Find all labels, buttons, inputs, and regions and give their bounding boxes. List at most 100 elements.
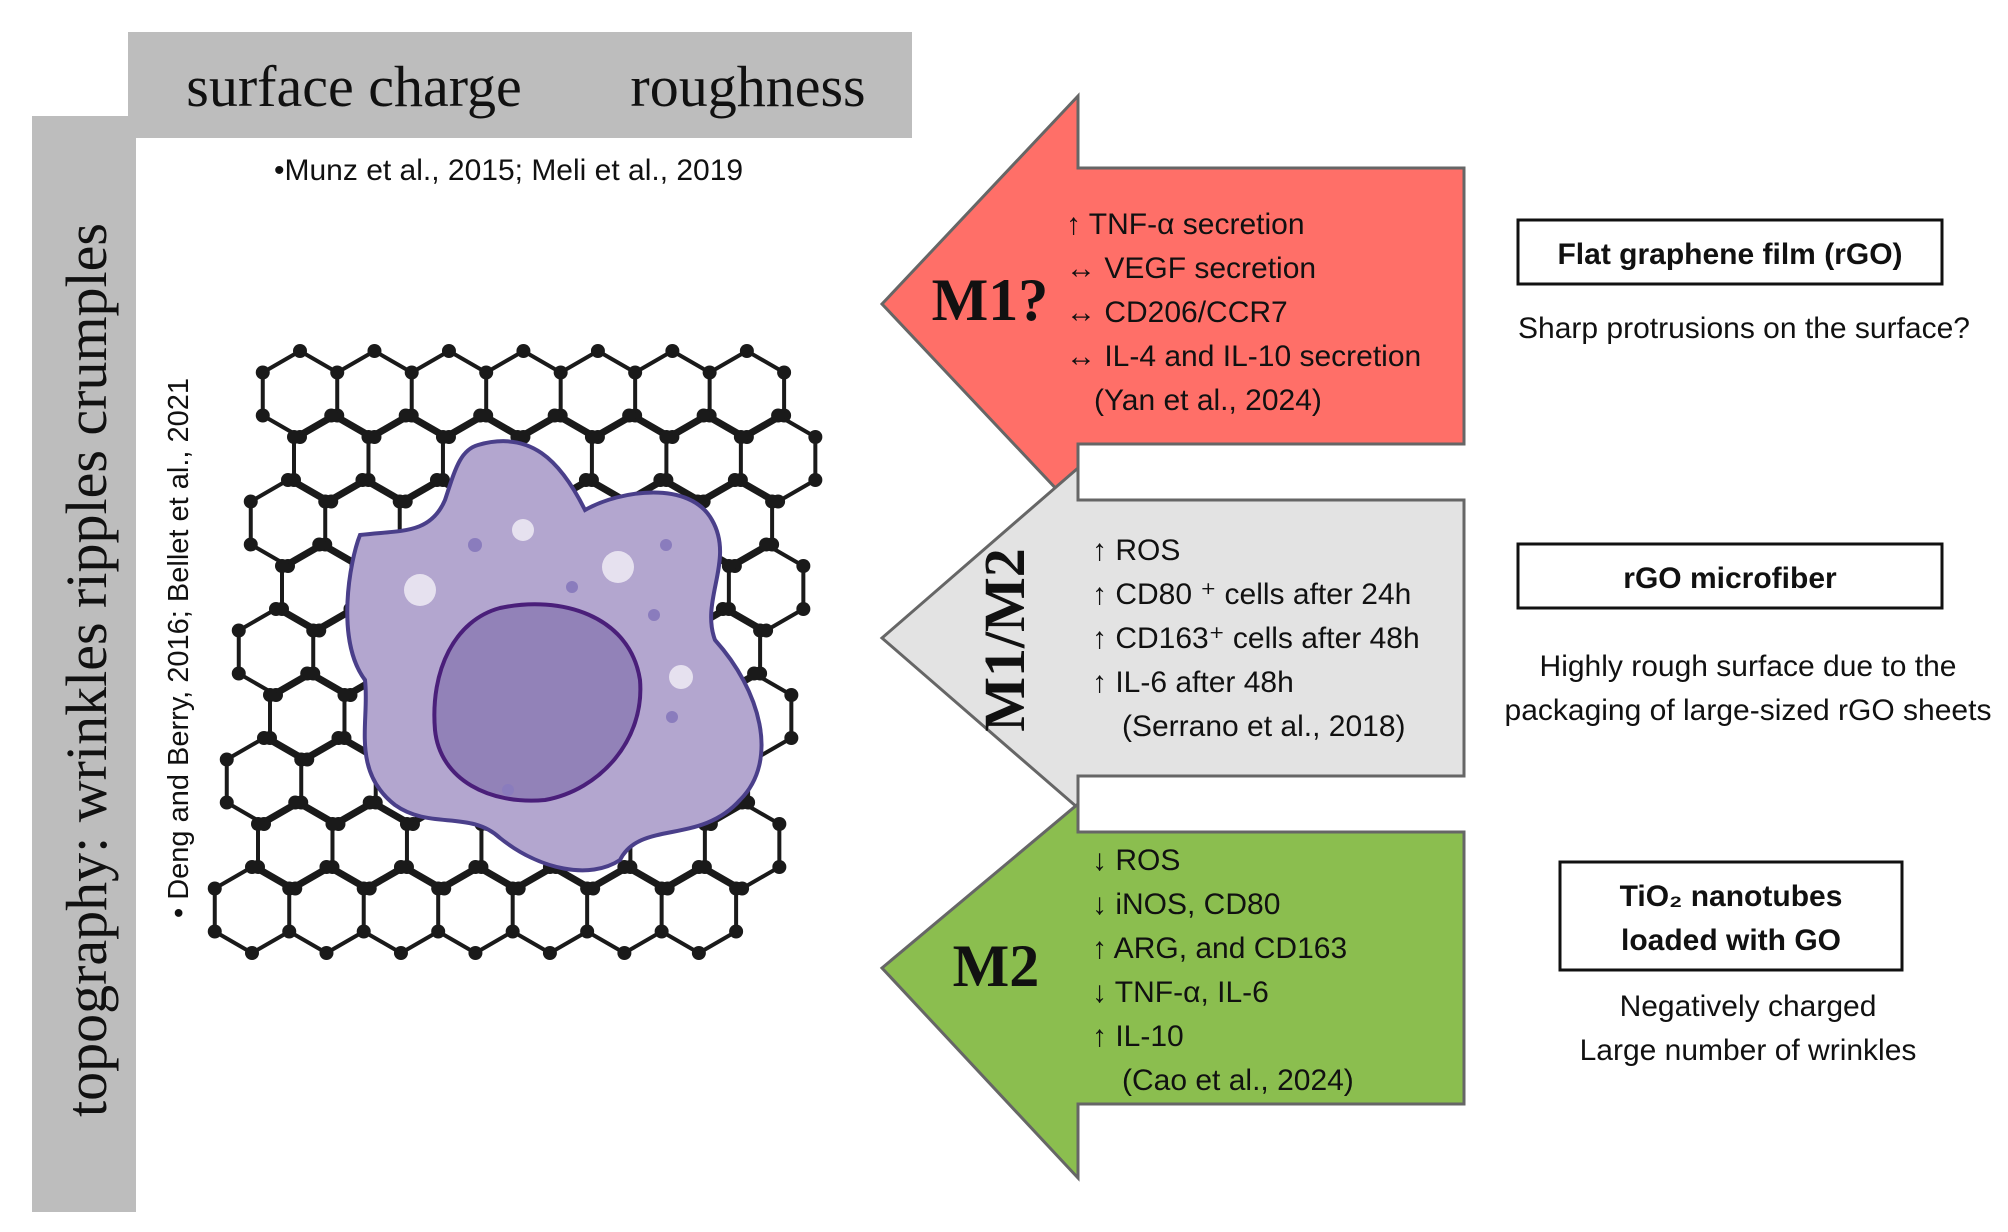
lattice-atom <box>431 881 446 896</box>
lattice-atom <box>399 817 414 831</box>
lattice-atom <box>729 924 744 939</box>
lattice-atom <box>468 860 483 874</box>
lattice-atom <box>231 666 246 681</box>
lattice-atom <box>733 430 748 444</box>
arrow-m1-line: ↑ TNF-α secretion <box>1066 208 1305 241</box>
material-rgo-microfiber: rGO microfiber Highly rough surface due … <box>1505 542 1991 727</box>
vesicle <box>566 581 578 593</box>
arrow-m1-citation: (Yan et al., 2024) <box>1094 384 1322 417</box>
material-label: rGO microfiber <box>1623 562 1837 595</box>
lattice-atom <box>294 752 309 767</box>
vesicle <box>602 551 634 583</box>
lattice-atom <box>653 473 668 487</box>
lattice-bond <box>765 607 805 633</box>
lattice-atom <box>580 924 595 939</box>
lattice-atom <box>356 881 371 896</box>
vesicle <box>660 539 672 551</box>
vesicle <box>502 784 514 796</box>
arrow-m2-line: ↓ TNF-α, IL-6 <box>1092 976 1269 1009</box>
lattice-bond <box>336 349 376 375</box>
lattice-atom <box>765 494 780 509</box>
lattice-atom <box>404 365 419 380</box>
lattice-atom <box>245 946 259 960</box>
lattice-bond <box>410 349 450 375</box>
lattice-bond <box>777 478 817 504</box>
arrow-m1-m2-line: ↑ CD80 ⁺ cells after 24h <box>1092 578 1411 611</box>
lattice-atom <box>617 860 632 874</box>
lattice-atom <box>468 946 483 960</box>
lattice-atom <box>306 623 321 638</box>
cell-nucleus <box>432 602 643 803</box>
lattice-atom <box>288 795 303 810</box>
arrow-m1-m2-shape <box>879 464 1466 812</box>
lattice-atom <box>622 408 637 423</box>
lattice-atom <box>473 408 488 423</box>
lattice-atom <box>808 430 823 444</box>
lattice-bond <box>261 349 301 375</box>
arrow-m1-m2-line: ↑ IL-6 after 48h <box>1092 666 1294 699</box>
arrow-m2-shape <box>879 800 1466 1182</box>
material-description: Negatively charged <box>1620 990 1877 1023</box>
lattice-atom <box>275 559 289 573</box>
lattice-bond <box>325 929 365 955</box>
lattice-bond <box>596 349 637 375</box>
lattice-atom <box>251 817 265 831</box>
lattice-bond <box>288 929 328 955</box>
vesicle <box>404 574 436 606</box>
lattice-atom <box>784 731 799 745</box>
lattice-bond <box>213 929 254 955</box>
lattice-atom <box>331 731 346 745</box>
lattice-atom <box>293 344 307 358</box>
lattice-bond <box>399 929 440 955</box>
lattice-atom <box>691 946 706 960</box>
lattice-bond <box>437 929 477 955</box>
lattice-atom <box>431 924 446 939</box>
lattice-atom <box>429 473 444 487</box>
lattice-atom <box>367 344 382 358</box>
lattice-atom <box>281 473 295 487</box>
material-label: TiO₂ nanotubes <box>1620 880 1843 913</box>
vesicle <box>666 711 678 723</box>
topography-label: topography: wrinkles ripples crumples <box>54 223 119 1117</box>
arrow-m1-shape <box>879 92 1466 516</box>
lattice-atom <box>505 881 520 896</box>
lattice-atom <box>702 365 717 380</box>
material-label: Flat graphene film (rGO) <box>1557 238 1902 271</box>
arrow-m2: M2 ↓ ROS ↓ iNOS, CD80 ↑ ARG, and CD163 ↓… <box>879 800 1466 1182</box>
lattice-atom <box>243 494 258 509</box>
lattice-atom <box>777 365 792 380</box>
lattice-atom <box>542 946 557 960</box>
lattice-atom <box>255 408 270 423</box>
lattice-atom <box>715 602 730 616</box>
arrow-m1-m2-line: ↑ CD163⁺ cells after 48h <box>1092 622 1420 655</box>
lattice-atom <box>257 731 271 745</box>
lattice-bond <box>474 929 514 955</box>
material-description: Highly rough surface due to the <box>1540 650 1957 683</box>
lattice-atom <box>505 924 520 939</box>
lattice-atom <box>330 365 345 380</box>
lattice-atom <box>263 688 277 702</box>
lattice-bond <box>362 929 402 955</box>
material-tio2-nanotubes: TiO₂ nanotubes loaded with GO Negatively… <box>1558 860 1916 1067</box>
material-description: Sharp protrusions on the surface? <box>1518 312 1970 345</box>
arrow-m2-line: ↓ ROS <box>1092 844 1180 877</box>
roughness-label: roughness <box>630 54 865 119</box>
lattice-atom <box>231 623 246 638</box>
lattice-atom <box>393 860 408 874</box>
lattice-atom <box>282 924 297 939</box>
top-banner: surface charge roughness <box>128 32 912 138</box>
material-label: loaded with GO <box>1621 924 1841 957</box>
lattice-atom <box>772 860 787 874</box>
material-label-box <box>1558 860 1904 972</box>
lattice-atom <box>287 430 301 444</box>
lattice-atom <box>659 430 674 444</box>
side-banner: topography: wrinkles ripples crumples <box>32 116 136 1212</box>
lattice-atom <box>580 881 595 896</box>
side-reference: • Deng and Berry, 2016; Bellet et al., 2… <box>163 378 195 918</box>
arrow-m1-line: ↔ CD206/CCR7 <box>1066 296 1288 329</box>
lattice-atom <box>398 408 413 423</box>
lattice-bond <box>485 349 525 375</box>
lattice-atom <box>759 537 774 552</box>
lattice-atom <box>435 430 450 444</box>
lattice-atom <box>207 924 222 939</box>
